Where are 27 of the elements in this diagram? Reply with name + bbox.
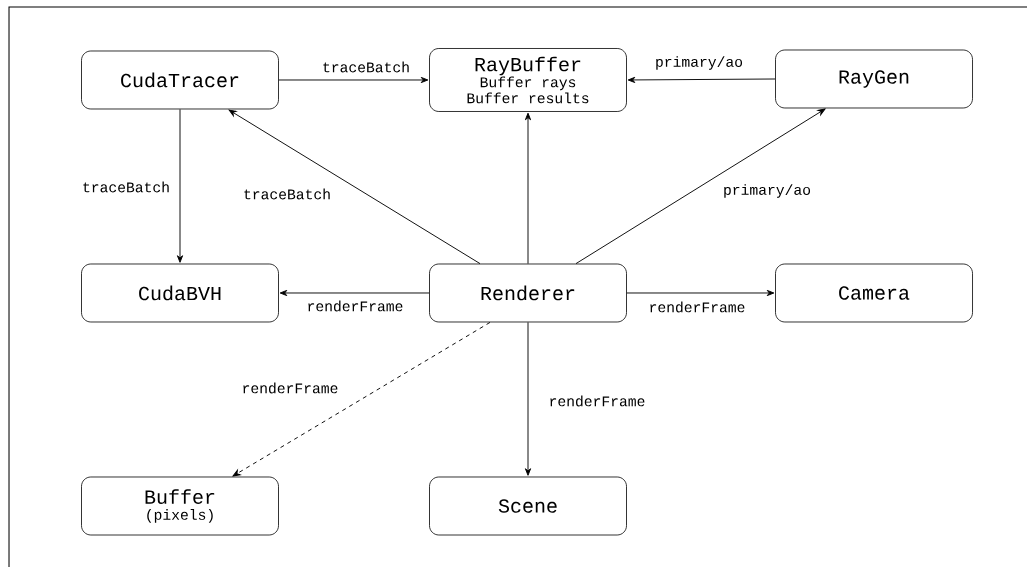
component-box: Renderer [429,263,627,323]
arrow [279,289,430,297]
arrow [524,321,532,476]
edge-label: renderFrame [547,394,647,408]
edge-label: primary/ao [653,54,745,72]
arrow [524,112,532,265]
component-box: RayGen [775,49,973,109]
component-box: Camera [775,263,973,323]
edge-label: primary/ao [721,182,813,200]
edge-label: traceBatch [241,187,333,201]
component-box: CudaBVH [81,263,279,323]
arrow [232,321,491,477]
arrow [575,108,826,265]
edge-label: traceBatch [320,60,412,74]
arrow [626,289,775,297]
arrow [176,108,184,263]
arrow [228,109,481,265]
component-box: RayBuffer Buffer rays Buffer results [429,48,627,112]
component-box: Buffer (pixels) [81,476,279,536]
edge-label: renderFrame [305,299,405,313]
arrow [627,76,776,83]
edge-label: traceBatch [80,180,172,194]
arrow [278,76,429,84]
component-box: Scene [429,476,627,536]
edge-label: renderFrame [647,300,747,314]
component-box: CudaTracer [81,50,279,110]
edge-label: renderFrame [240,381,340,395]
